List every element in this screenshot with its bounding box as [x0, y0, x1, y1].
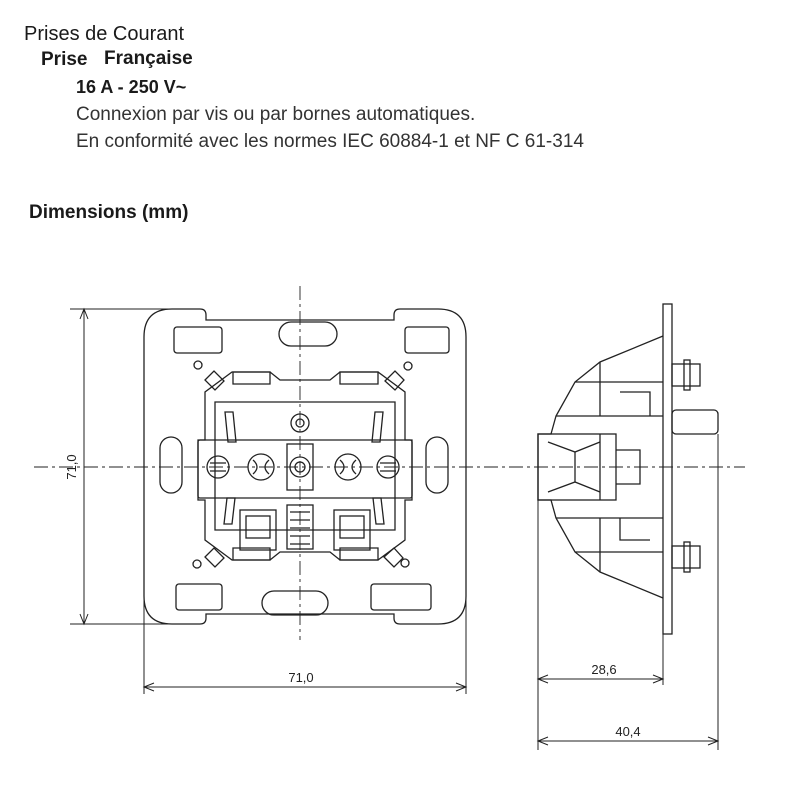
side-dimensions: [536, 434, 720, 750]
page-title: Prises de Courant: [24, 23, 185, 45]
top-slot: [278, 321, 338, 347]
side-pin-top: [671, 363, 701, 387]
clip-br: [383, 547, 404, 568]
contact-bl: [223, 497, 236, 525]
contact-br: [372, 497, 385, 525]
connection-description: Connexion par vis ou par bornes automati…: [76, 104, 476, 125]
side-depth-inner-dimension: 28,6: [591, 662, 616, 677]
right-slot: [425, 436, 449, 494]
side-nose: [537, 433, 617, 501]
front-view: [143, 308, 467, 625]
hole-top-right: [404, 326, 450, 354]
side-pin-bottom: [671, 545, 701, 569]
product-variant-label: Française: [104, 48, 193, 69]
hole-bottom-right: [370, 583, 432, 611]
front-dimensions: [70, 307, 468, 694]
product-type-label: Prise: [41, 49, 88, 70]
clip-bl: [204, 547, 225, 568]
hole-bottom-left: [175, 583, 223, 611]
auto-terminal-left: [239, 509, 277, 551]
screw-tl: [193, 360, 203, 370]
side-plate: [662, 303, 673, 635]
contact-tl: [224, 411, 237, 443]
screw-tr: [403, 361, 413, 371]
side-view: [537, 303, 719, 635]
clip-tr: [384, 370, 405, 391]
screw-bl: [192, 559, 202, 569]
side-center-pin: [671, 409, 719, 435]
electrical-rating: 16 A - 250 V~: [76, 77, 187, 97]
clip-tl: [204, 370, 225, 391]
standards-description: En conformité avec les normes IEC 60884-…: [76, 131, 584, 152]
mounting-plate: [143, 308, 467, 625]
hole-top-left: [173, 326, 223, 354]
screw-br: [400, 558, 410, 568]
dimensions-heading: Dimensions (mm): [29, 202, 189, 223]
terminal-band: [197, 439, 413, 499]
center-lines: [34, 286, 745, 640]
left-slot: [159, 436, 183, 494]
side-depth-total-dimension: 40,4: [615, 724, 640, 739]
front-width-dimension: 71,0: [288, 670, 313, 685]
auto-terminal-right: [333, 509, 371, 551]
bottom-slot: [261, 590, 329, 616]
front-height-dimension: 71,0: [64, 454, 79, 479]
contact-tr: [371, 411, 384, 443]
